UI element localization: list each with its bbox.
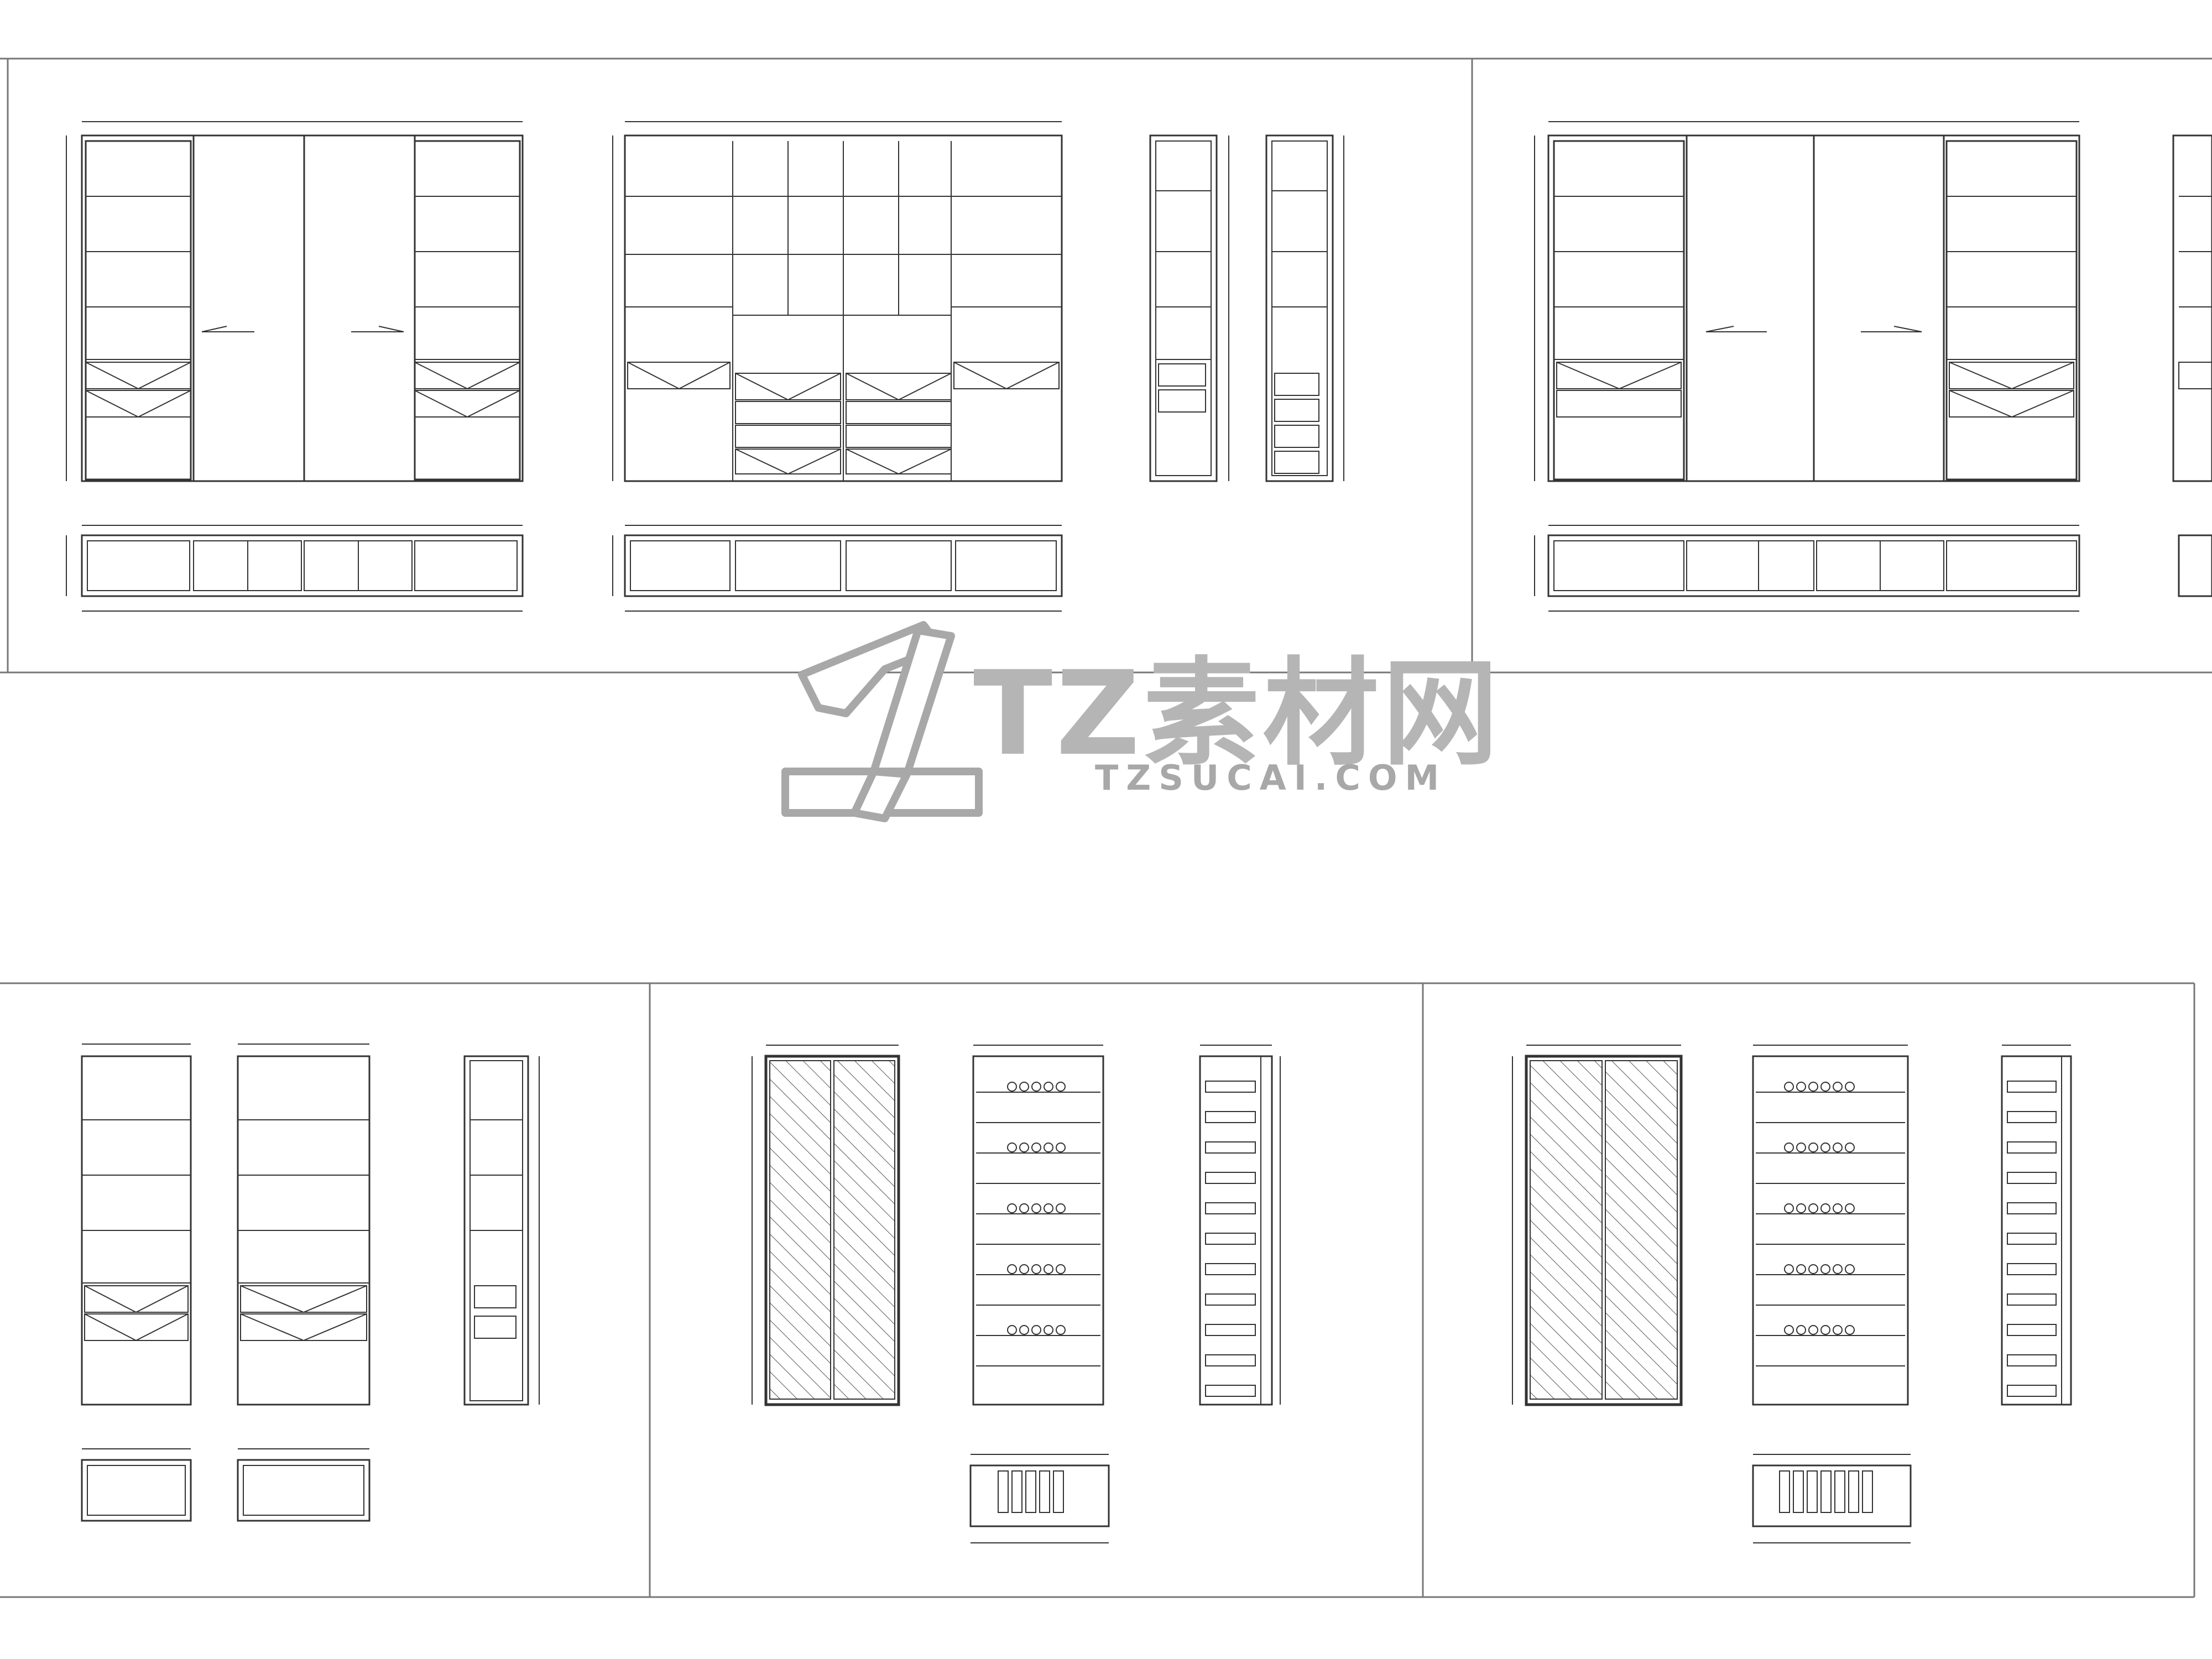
elevation-wine-rack-1 — [972, 1045, 1104, 1406]
sheet-frames — [0, 58, 2212, 1598]
plan-bookcases — [81, 1448, 371, 1522]
section-side-2 — [1265, 134, 1344, 482]
elevation-bookcase-2 — [237, 1044, 371, 1406]
section-wine-rack-2 — [2001, 1045, 2072, 1406]
elevation-wine-glass-doors-1 — [752, 1045, 900, 1406]
elevation-bookcase-1 — [81, 1044, 192, 1406]
panel-bottom-middle — [752, 1045, 1281, 1543]
watermark-logo-icon — [781, 621, 983, 822]
elevation-grid-cabinet — [612, 121, 1063, 482]
elevation-wine-rack-2 — [1752, 1045, 1909, 1406]
section-bookcase — [463, 1055, 540, 1406]
elevation-wine-glass-doors-2 — [1512, 1045, 1683, 1406]
elevation-cut-off — [2172, 134, 2212, 597]
plan-wine-rack-2 — [1752, 1454, 1912, 1543]
panel-top-right — [1534, 121, 2212, 612]
panel-top-left — [66, 121, 1344, 612]
panel-bottom-right — [1512, 1045, 2072, 1543]
plan-wardrobe-2 — [1534, 525, 2080, 612]
elevation-wardrobe-1 — [66, 121, 524, 482]
plan-wardrobe-1 — [66, 525, 524, 612]
plan-wine-rack-1 — [969, 1454, 1110, 1543]
panel-bottom-left — [81, 1044, 540, 1522]
section-wine-rack-1 — [1199, 1045, 1281, 1406]
plan-grid-cabinet — [612, 525, 1063, 612]
section-side-1 — [1149, 134, 1229, 482]
elevation-wardrobe-2 — [1534, 121, 2080, 482]
